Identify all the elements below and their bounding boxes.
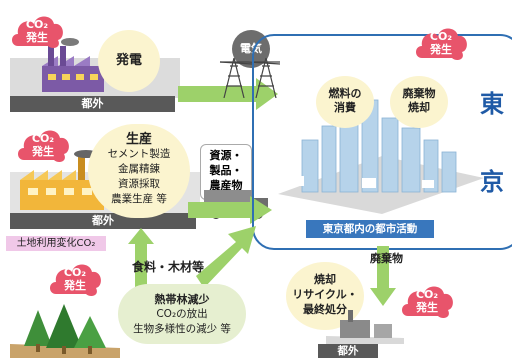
- waste-arrow-down: [370, 246, 396, 306]
- waste-bubble-line-1: 焼却: [314, 273, 336, 286]
- cloud-power-icon: [12, 16, 63, 48]
- tokyo-title-2: 京: [480, 168, 504, 196]
- food-arrow-up: [128, 228, 154, 290]
- production-arrow: [188, 196, 272, 224]
- cloud-tokyo: CO₂ 発生: [412, 20, 470, 64]
- tokyo-activity-label: 東京都内の都市活動: [322, 223, 418, 235]
- cloud-forest: CO₂ 発生: [46, 256, 104, 300]
- cloud-tokyo-icon: [416, 28, 467, 60]
- transport-line-3: 農産物: [209, 179, 243, 192]
- transport-line-2: 製品・: [209, 164, 243, 177]
- fuel-line-2: 消費: [334, 101, 356, 114]
- forest-line-3: 生物多様性の減少 等: [133, 323, 231, 335]
- cloud-power: CO₂ 発生: [8, 8, 66, 52]
- waste-platform: 都外: [318, 344, 378, 358]
- waste-burn-line-1: 廃棄物: [402, 87, 436, 100]
- cloud-production-gen: 発生: [32, 145, 54, 158]
- power-bubble-label: 発電: [115, 53, 142, 68]
- cloud-forest-icon: [50, 264, 101, 296]
- fuel-bubble: 燃料の 消費: [316, 76, 374, 128]
- tokyo-city-illustration: [278, 99, 484, 214]
- waste-label: 廃棄物: [370, 252, 403, 265]
- tokyo-activity-banner: 東京都内の都市活動: [306, 220, 434, 238]
- cloud-waste-icon: [402, 286, 453, 318]
- cloud-forest-co2: CO₂: [63, 266, 87, 279]
- production-platform-label: 都外: [92, 214, 114, 227]
- power-bubble: 発電: [98, 30, 160, 92]
- waste-burn-line-2: 焼却: [408, 101, 430, 114]
- forest-icon: [10, 304, 120, 358]
- cloud-forest-gen: 発生: [64, 279, 86, 292]
- production-item-3: 資源採取: [118, 178, 160, 190]
- cloud-production-co2: CO₂: [31, 132, 55, 145]
- cloud-waste-gen: 発生: [416, 301, 438, 314]
- waste-bubble-line-2: リサイクル・: [292, 288, 358, 301]
- forest-bubble: 熱帯林減少 CO₂の放出 生物多様性の減少 等: [118, 284, 246, 344]
- production-item-1: セメント製造: [107, 148, 171, 160]
- production-item-2: 金属精錬: [118, 163, 160, 175]
- cloud-tokyo-co2: CO₂: [429, 30, 453, 43]
- waste-bubble-line-3: 最終処分: [303, 303, 347, 316]
- power-arrow: [178, 86, 258, 102]
- forest-line-1: 熱帯林減少: [154, 293, 210, 306]
- cloud-tokyo-gen: 発生: [430, 43, 452, 56]
- production-bubble: 生産 セメント製造 金属精錬 資源採取 農業生産 等: [88, 124, 190, 218]
- power-platform: 都外: [10, 96, 175, 112]
- power-plant-icon: [42, 38, 104, 92]
- waste-burn-bubble: 廃棄物 焼却: [390, 76, 448, 128]
- cloud-production: CO₂ 発生: [14, 122, 72, 166]
- cloud-power-gen: 発生: [26, 31, 48, 44]
- food-arrow-diag: [196, 226, 256, 288]
- fuel-line-1: 燃料の: [328, 87, 362, 100]
- production-title: 生産: [125, 132, 152, 147]
- waste-platform-label: 都外: [337, 345, 359, 357]
- tokyo-title-1: 東: [480, 90, 504, 118]
- food-label: 食料・木材等: [132, 260, 205, 274]
- production-platform: 都外: [10, 213, 196, 229]
- cloud-waste-co2: CO₂: [415, 288, 439, 301]
- cloud-waste: CO₂ 発生: [398, 278, 456, 322]
- cloud-power-co2: CO₂: [25, 18, 49, 31]
- incinerator-icon: [326, 310, 404, 344]
- transport-line-1: 資源・: [209, 149, 243, 162]
- cloud-production-icon: [18, 130, 69, 162]
- forest-line-2: CO₂の放出: [156, 308, 208, 320]
- production-item-4: 農業生産 等: [111, 193, 167, 205]
- land-use-label: 土地利用変化CO₂: [6, 236, 106, 251]
- power-platform-label: 都外: [81, 97, 104, 110]
